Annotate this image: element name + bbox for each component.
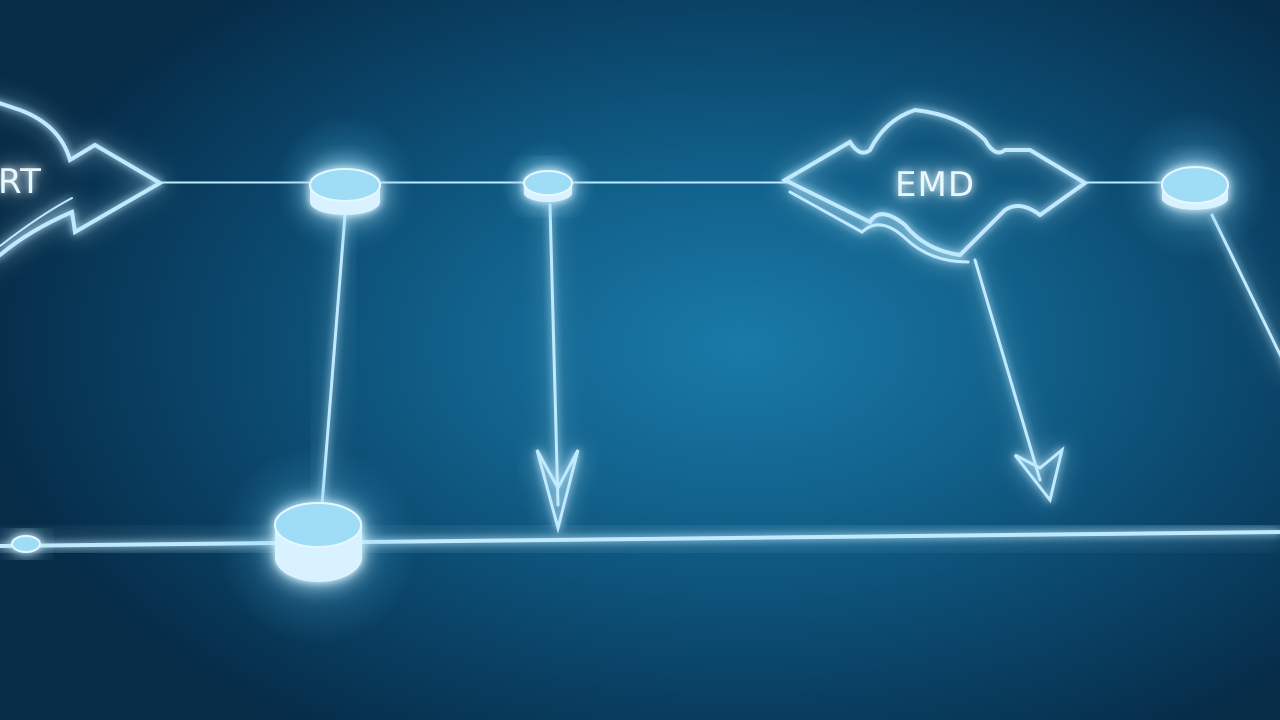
bottom-flow-line — [0, 530, 1280, 548]
arrow-down-middle — [535, 203, 580, 534]
start-shape — [0, 101, 164, 258]
arrow-down-right — [973, 258, 1065, 504]
node-1 — [309, 168, 381, 215]
node-4 — [274, 502, 362, 583]
end-shape — [780, 107, 1089, 264]
node-2 — [523, 170, 573, 202]
start-label: RT — [0, 162, 42, 202]
node-5-small — [11, 535, 41, 553]
end-label: EMD — [895, 165, 975, 205]
node-3 — [1161, 166, 1229, 210]
